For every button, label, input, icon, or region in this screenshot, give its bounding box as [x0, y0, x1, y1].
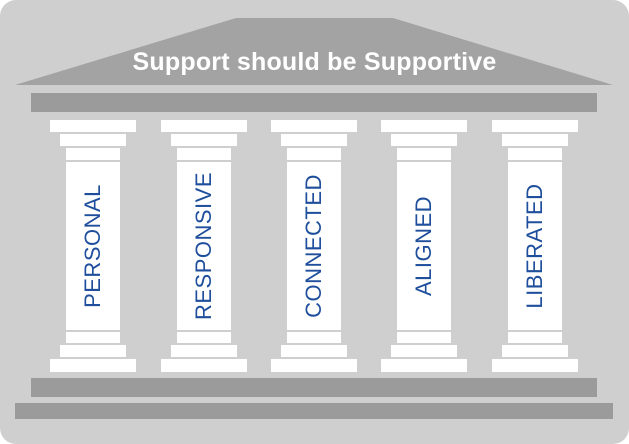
- pillar-capital-mid: [171, 134, 237, 146]
- pillar-capital-low: [287, 148, 341, 160]
- pillar-shaft: [177, 162, 231, 330]
- pillar-capital-mid: [502, 134, 568, 146]
- pillar-base-mid: [171, 345, 237, 357]
- base-step-lower: [15, 403, 613, 419]
- pillar-base-top: [508, 332, 562, 343]
- pillar-base-mid: [60, 345, 126, 357]
- pillar-capital-low: [66, 148, 120, 160]
- pillar-base-top: [177, 332, 231, 343]
- pillar-capital-low: [508, 148, 562, 160]
- pillar-capital-top: [381, 120, 467, 132]
- pillar-base-mid: [502, 345, 568, 357]
- pillar-base-mid: [391, 345, 457, 357]
- pillar-capital-low: [397, 148, 451, 160]
- pillar-shaft: [287, 162, 341, 330]
- pillar-capital-top: [492, 120, 578, 132]
- pillar-label-responsive: RESPONSIVE: [191, 171, 216, 321]
- pillar-capital-top: [50, 120, 136, 132]
- pillar-capital-mid: [391, 134, 457, 146]
- pillar-base-top: [397, 332, 451, 343]
- pillar-capital-top: [161, 120, 247, 132]
- base-step-upper: [31, 378, 597, 397]
- pillar-shaft: [508, 162, 562, 330]
- pillar-capital-top: [271, 120, 357, 132]
- pillar-capital-low: [177, 148, 231, 160]
- pillar-shaft: [397, 162, 451, 330]
- pillar-label-personal: PERSONAL: [80, 184, 105, 308]
- pillar-base-mid: [281, 345, 347, 357]
- pillar-label-connected: CONNECTED: [301, 174, 326, 318]
- pillar-base-low: [161, 359, 247, 372]
- pillar-base-top: [287, 332, 341, 343]
- pillar-base-low: [492, 359, 578, 372]
- diagram-title: Support should be Supportive: [132, 48, 497, 76]
- pillar-label-liberated: LIBERATED: [522, 183, 547, 309]
- pillar-base-low: [271, 359, 357, 372]
- pillar-capital-mid: [60, 134, 126, 146]
- pillar-shaft: [66, 162, 120, 330]
- entablature-bar: [31, 93, 597, 112]
- roof-pediment: [15, 18, 613, 85]
- pillar-base-top: [66, 332, 120, 343]
- pillar-base-low: [50, 359, 136, 372]
- pillar-base-low: [381, 359, 467, 372]
- pillar-label-aligned: ALIGNED: [411, 195, 436, 297]
- pillar-capital-mid: [281, 134, 347, 146]
